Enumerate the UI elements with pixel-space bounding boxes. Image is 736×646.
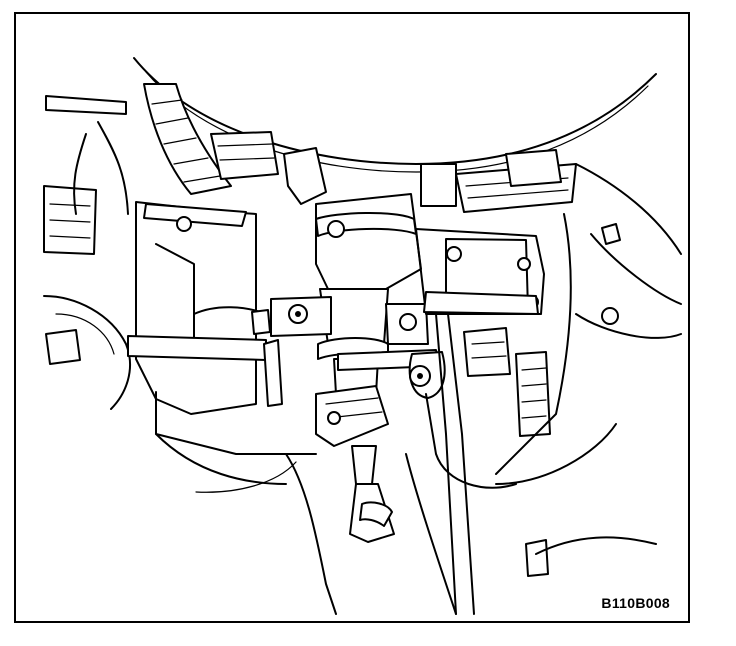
- floor-tunnel: [155, 433, 457, 615]
- figure-code: B110B008: [601, 595, 670, 611]
- steering-column-illustration: [43, 57, 682, 615]
- left-bracket: [127, 201, 317, 455]
- dashboard-edge: [133, 57, 657, 173]
- left-components: [43, 95, 131, 410]
- wiring-harness-left: [143, 83, 327, 205]
- right-structure: [495, 163, 682, 577]
- right-bracket: [408, 228, 551, 615]
- steering-column: [270, 193, 441, 543]
- figure-frame: B110B008: [14, 12, 690, 623]
- wiring-harness-right: [420, 149, 577, 213]
